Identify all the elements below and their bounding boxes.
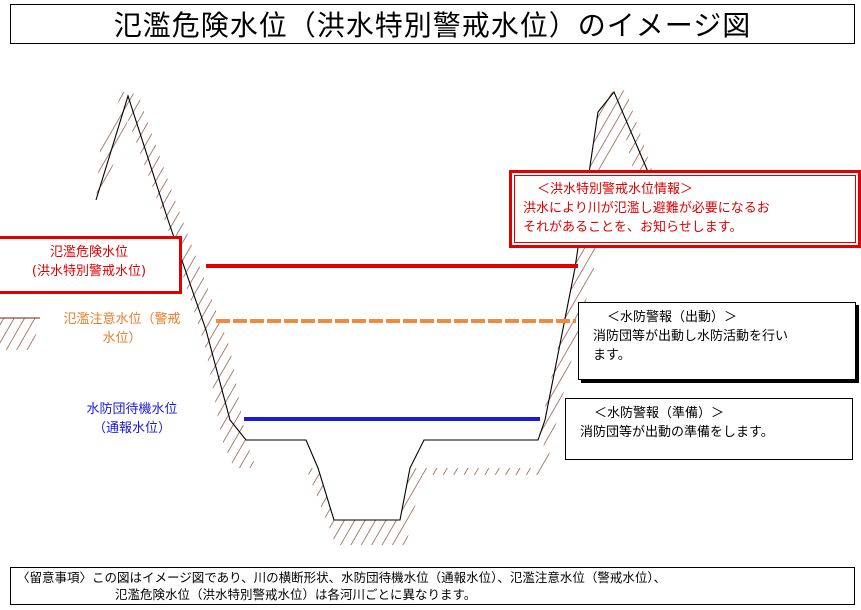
caution-level-name: 氾濫注意水位（警戒 <box>63 312 181 327</box>
river-bed <box>306 468 424 545</box>
right-bank-floor <box>420 440 552 475</box>
standby-level-alias: （通報水位） <box>92 421 171 436</box>
caution-info-line2: ます。 <box>593 348 631 363</box>
right-levee <box>538 90 660 440</box>
diagram-title: 氾濫危険水位（洪水特別警戒水位）のイメージ図 <box>113 9 752 42</box>
standby-info-heading: ＜水防警報（準備）＞ <box>594 406 725 421</box>
diagram-title-box: 氾濫危険水位（洪水特別警戒水位）のイメージ図 <box>10 4 855 44</box>
danger-level-label-box: 氾濫危険水位 (洪水特別警戒水位) <box>0 236 182 294</box>
danger-info-line1: 洪水により川が氾濫し避難が必要になるお <box>523 201 770 216</box>
caution-level-label: 氾濫注意水位（警戒 水位） <box>42 310 202 348</box>
danger-info-line2: それがあることを、お知らせします。 <box>523 220 743 235</box>
left-edge-bank <box>0 318 40 350</box>
standby-info-box: ＜水防警報（準備）＞ 消防団等が出動の準備をします。 <box>565 398 853 460</box>
caution-level-alias: 水位） <box>102 331 142 346</box>
danger-level-name: 氾濫危険水位 <box>49 245 128 260</box>
danger-info-heading: ＜洪水特別警戒水位情報＞ <box>537 182 694 197</box>
left-levee <box>96 92 256 468</box>
danger-info-box: ＜洪水特別警戒水位情報＞ 洪水により川が氾濫し避難が必要になるお それがあること… <box>509 170 861 248</box>
caution-note: 〈留意事項〉この図はイメージ図であり、川の横断形状、水防団待機水位（通報水位）、… <box>10 567 855 605</box>
danger-level-alias: (洪水特別警戒水位) <box>31 264 147 279</box>
caution-info-line1: 消防団等が出動し水防活動を行い <box>593 329 789 344</box>
caution-info-heading: ＜水防警報（出動）＞ <box>607 310 738 325</box>
note-line2: 氾濫危険水位（洪水特別警戒水位）は各河川ごとに異なります。 <box>115 587 477 602</box>
note-line1: 〈留意事項〉この図はイメージ図であり、川の横断形状、水防団待機水位（通報水位）、… <box>17 570 667 585</box>
standby-info-line1: 消防団等が出動の準備をします。 <box>580 425 774 440</box>
standby-level-label: 水防団待機水位 （通報水位） <box>52 400 212 438</box>
standby-level-name: 水防団待機水位 <box>86 402 178 417</box>
caution-info-box: ＜水防警報（出動）＞ 消防団等が出動し水防活動を行い ます。 <box>578 302 856 380</box>
